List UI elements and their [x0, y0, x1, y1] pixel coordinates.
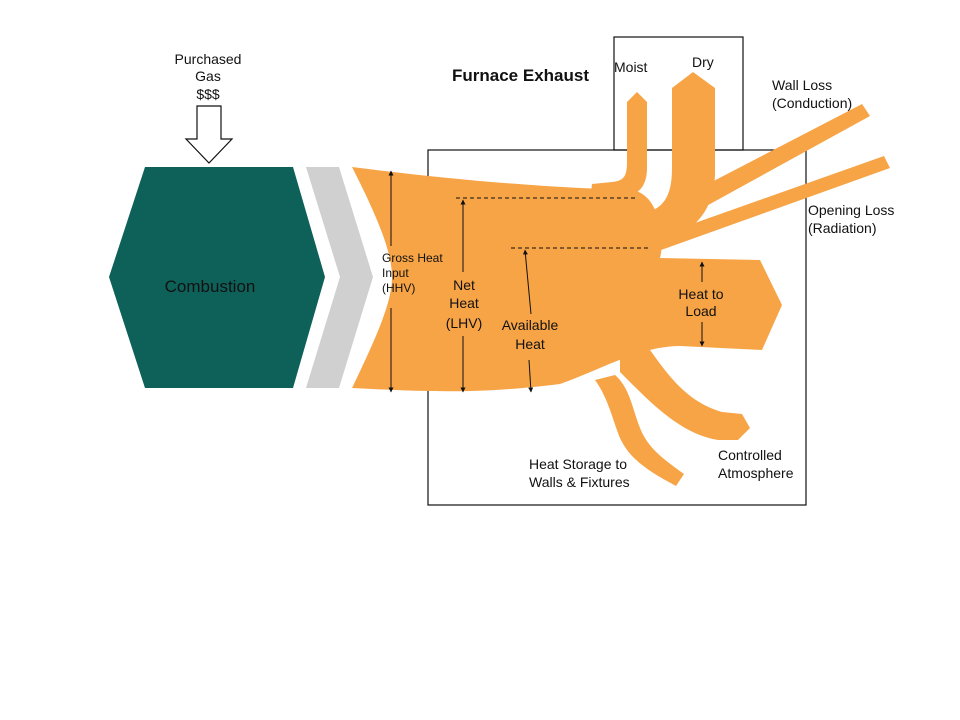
net-heat-label-line2: Heat [449, 295, 479, 311]
furnace-exhaust-title: Furnace Exhaust [452, 66, 589, 85]
controlled-atmosphere-label-line2: Atmosphere [718, 465, 794, 481]
combustion-label: Combustion [165, 277, 256, 296]
available-heat-label-line1: Available [502, 317, 559, 333]
dry-exhaust-label: Dry [692, 54, 714, 70]
gross-heat-label-line1: Gross Heat [382, 251, 443, 265]
gross-heat-label-line2: Input [382, 266, 409, 280]
main-heat-band [352, 167, 782, 392]
purchased-gas-label-line2: Gas [195, 68, 221, 84]
net-heat-label-line3: (LHV) [446, 315, 483, 331]
purchased-gas-label-line3: $$$ [196, 86, 220, 102]
combustion-hexagon [109, 167, 325, 388]
wall-loss-label-line2: (Conduction) [772, 95, 852, 111]
heat-storage-label-line1: Heat Storage to [529, 456, 627, 472]
available-heat-arrow-top [522, 249, 532, 315]
heat-to-load-label-line1: Heat to [678, 286, 723, 302]
available-heat-label-line2: Heat [515, 336, 545, 352]
controlled-atmosphere-band [620, 350, 750, 440]
available-heat-arrow-bottom [528, 359, 534, 393]
opening-loss-band [630, 156, 890, 254]
heat-to-load-label-line2: Load [685, 303, 716, 319]
moist-exhaust-band [590, 92, 647, 201]
heat-storage-band [595, 375, 684, 486]
net-heat-label-line1: Net [453, 277, 475, 293]
controlled-atmosphere-label-line1: Controlled [718, 447, 782, 463]
transfer-chevron [306, 167, 373, 388]
sankey-flows [352, 72, 890, 486]
opening-loss-label-line1: Opening Loss [808, 202, 894, 218]
moist-exhaust-label: Moist [614, 59, 648, 75]
gross-heat-label-line3: (HHV) [382, 281, 415, 295]
purchased-gas-label-line1: Purchased [175, 51, 242, 67]
purchased-gas-arrow [184, 105, 234, 164]
wall-loss-label-line1: Wall Loss [772, 77, 832, 93]
opening-loss-label-line2: (Radiation) [808, 220, 876, 236]
heat-storage-label-line2: Walls & Fixtures [529, 474, 630, 490]
dry-exhaust-band [606, 72, 715, 248]
